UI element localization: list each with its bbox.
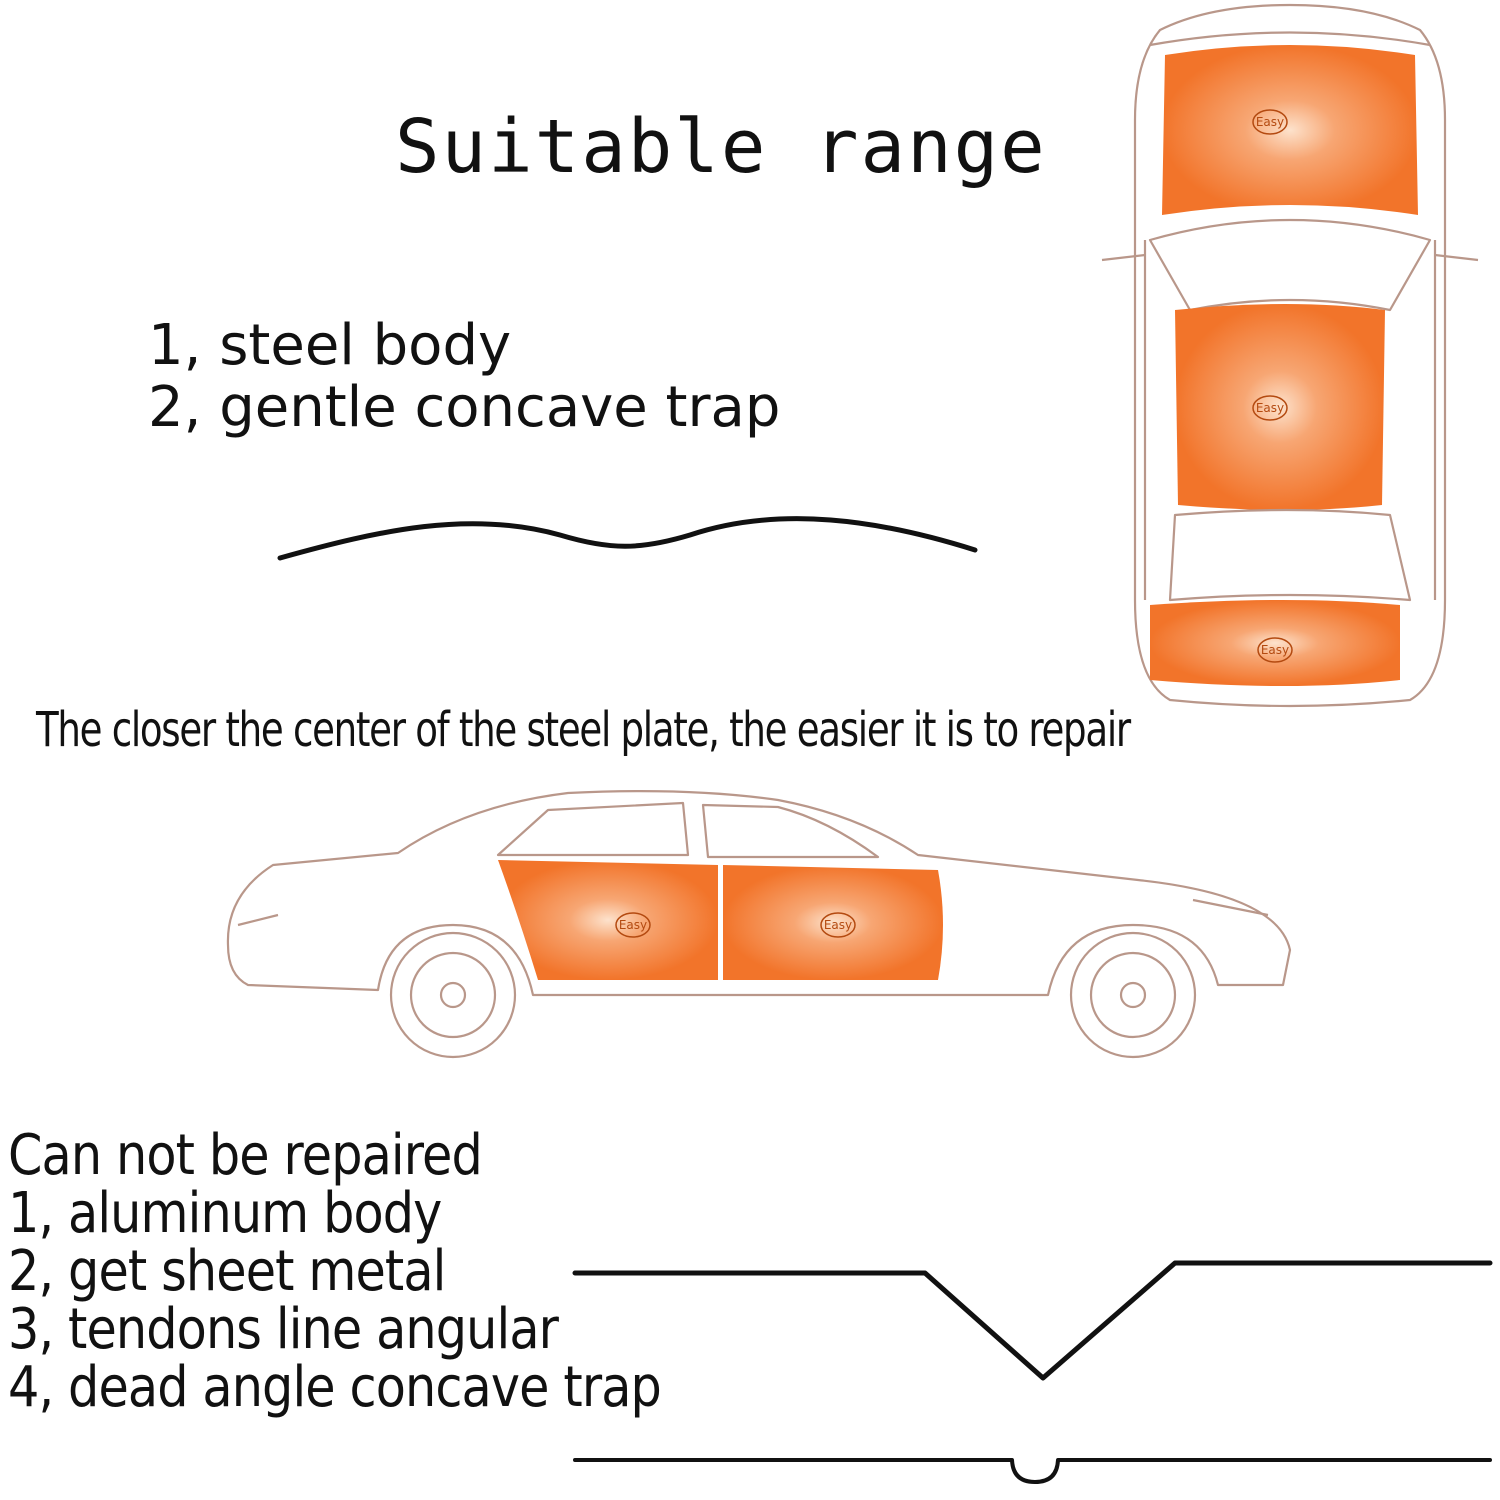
unsuitable-item: 3, tendons line angular [8, 1297, 559, 1362]
front-wheel [1069, 931, 1197, 1059]
trunk-easy-badge: Easy [1257, 637, 1293, 663]
svg-text:Easy: Easy [824, 918, 852, 932]
trunk-panel [1150, 600, 1400, 686]
unsuitable-item: 4, dead angle concave trap [8, 1355, 662, 1420]
rear-wheel [389, 931, 517, 1059]
svg-text:Easy: Easy [1256, 401, 1284, 415]
unsuitable-list: Can not be repaired 1, aluminum body 2, … [8, 1123, 662, 1420]
svg-text:Easy: Easy [1256, 115, 1284, 129]
car-side-view: Easy Easy [226, 790, 1292, 1059]
unsuitable-heading: Can not be repaired [8, 1123, 483, 1188]
caption: The closer the center of the steel plate… [36, 702, 1131, 758]
unsuitable-item: 1, aluminum body [8, 1181, 442, 1246]
svg-text:Easy: Easy [619, 918, 647, 932]
hood-panel [1162, 45, 1418, 215]
rear-door-easy-badge: Easy [820, 912, 856, 938]
hood-easy-badge: Easy [1252, 109, 1288, 135]
suitable-list: 1, steel body 2, gentle concave trap [148, 318, 780, 442]
front-door-panel [498, 860, 718, 980]
svg-text:Easy: Easy [1261, 643, 1289, 657]
title: Suitable range [395, 104, 1047, 190]
front-door-easy-badge: Easy [615, 912, 651, 938]
rear-door-panel [723, 865, 943, 980]
car-top-view: Easy Easy Easy [1101, 3, 1479, 708]
roof-easy-badge: Easy [1252, 395, 1288, 421]
roof-panel [1175, 304, 1385, 510]
unsuitable-item: 2, get sheet metal [8, 1239, 446, 1304]
suitable-item: 2, gentle concave trap [148, 375, 781, 440]
suitable-item: 1, steel body [148, 313, 512, 378]
